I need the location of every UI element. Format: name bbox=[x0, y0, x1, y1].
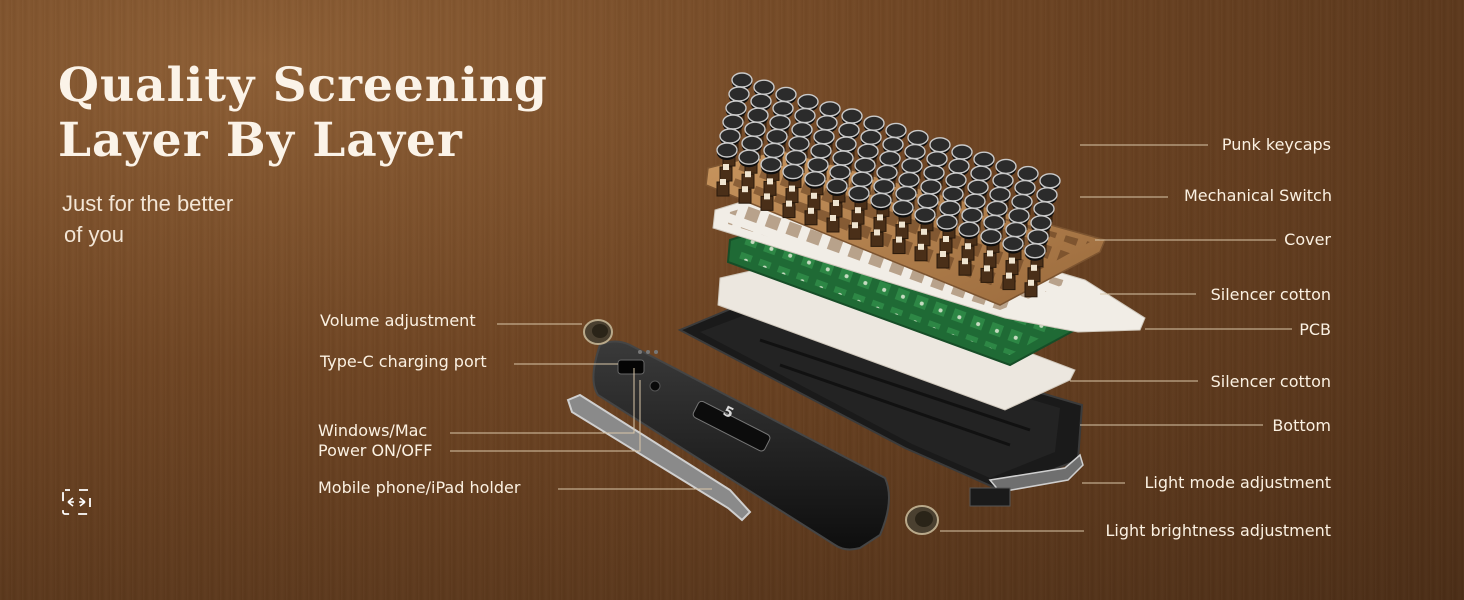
callout-light-brightness-adjustment: Light brightness adjustment bbox=[1105, 521, 1331, 540]
callout-punk-keycaps: Punk keycaps bbox=[1221, 135, 1331, 154]
title-line-1: Quality Screening bbox=[58, 58, 548, 113]
callout-bottom: Bottom bbox=[1272, 416, 1331, 435]
subtitle-line-1: Just for the better bbox=[62, 191, 234, 216]
punk-keycaps bbox=[716, 72, 1061, 261]
page-title: Quality Screening Layer By Layer bbox=[58, 58, 548, 168]
callout-volume-adjustment: Volume adjustment bbox=[320, 311, 476, 330]
subtitle-line-2: of you bbox=[64, 222, 124, 247]
volume-knob bbox=[583, 319, 613, 345]
type-c-port-graphic bbox=[617, 359, 645, 375]
brightness-knob bbox=[905, 505, 939, 535]
expand-arrows-icon[interactable] bbox=[62, 489, 91, 515]
title-line-2: Layer By Layer bbox=[58, 113, 463, 168]
callout-mechanical-switch: Mechanical Switch bbox=[1183, 186, 1332, 205]
light-mode-lever bbox=[969, 453, 1084, 507]
callout-type-c-port: Type-C charging port bbox=[320, 352, 487, 371]
callout-silencer-cotton-upper: Silencer cotton bbox=[1210, 285, 1331, 304]
callout-windows-mac: Windows/Mac bbox=[318, 421, 428, 440]
callout-phone-holder: Mobile phone/iPad holder bbox=[318, 478, 521, 497]
callout-light-mode-adjustment: Light mode adjustment bbox=[1144, 473, 1331, 492]
callout-pcb: PCB bbox=[1299, 320, 1331, 339]
callout-cover: Cover bbox=[1284, 230, 1331, 249]
callout-silencer-cotton-lower: Silencer cotton bbox=[1210, 372, 1331, 391]
page-subtitle: Just for the better of you bbox=[62, 188, 233, 250]
callout-power-on-off: Power ON/OFF bbox=[318, 441, 433, 460]
